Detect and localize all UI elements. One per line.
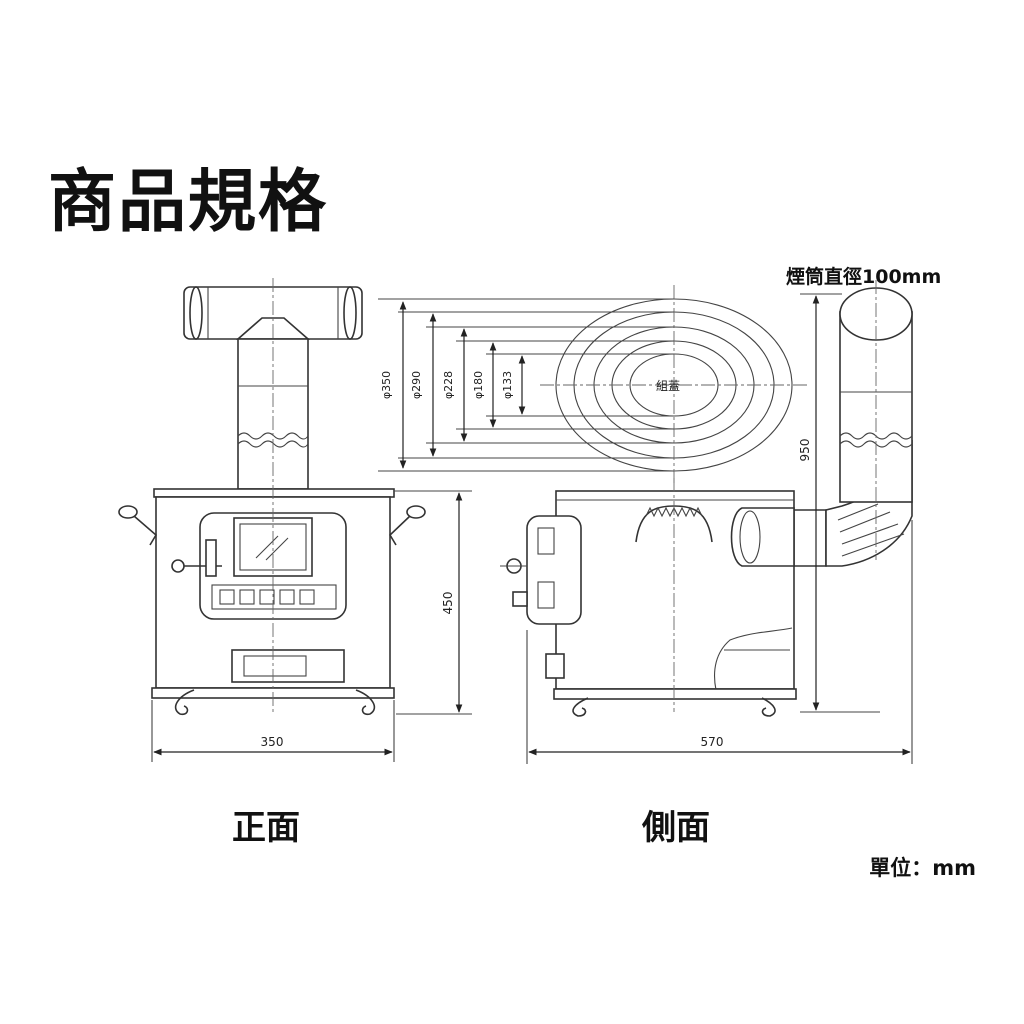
ring-center-label: 組蓋 — [656, 379, 680, 393]
ring-diameter-290: φ290 — [410, 371, 423, 399]
side-view-caption: 側面 — [642, 808, 710, 848]
ring-diameter-180: φ180 — [472, 371, 485, 399]
side-height-label: 950 — [798, 439, 812, 462]
side-depth-label: 570 — [701, 735, 724, 749]
ring-diameter-133: φ133 — [501, 371, 514, 399]
unit-note: 單位：mm — [869, 856, 976, 880]
side-view-drawing: 950 570 — [500, 280, 913, 764]
chimney-diameter-note: 煙筒直徑100mm — [786, 266, 942, 288]
front-view-drawing: 450 350 — [118, 278, 472, 762]
ring-diameter-350: φ350 — [380, 371, 393, 399]
page-title: 商品規格 — [48, 163, 329, 242]
front-height-label: 450 — [441, 592, 455, 615]
ring-diameter-228: φ228 — [442, 371, 455, 399]
front-width-label: 350 — [261, 735, 284, 749]
cooking-rings-drawing: 組蓋 φ350 φ290 φ228 φ180 φ133 — [378, 285, 808, 486]
front-view-caption: 正面 — [232, 808, 300, 848]
